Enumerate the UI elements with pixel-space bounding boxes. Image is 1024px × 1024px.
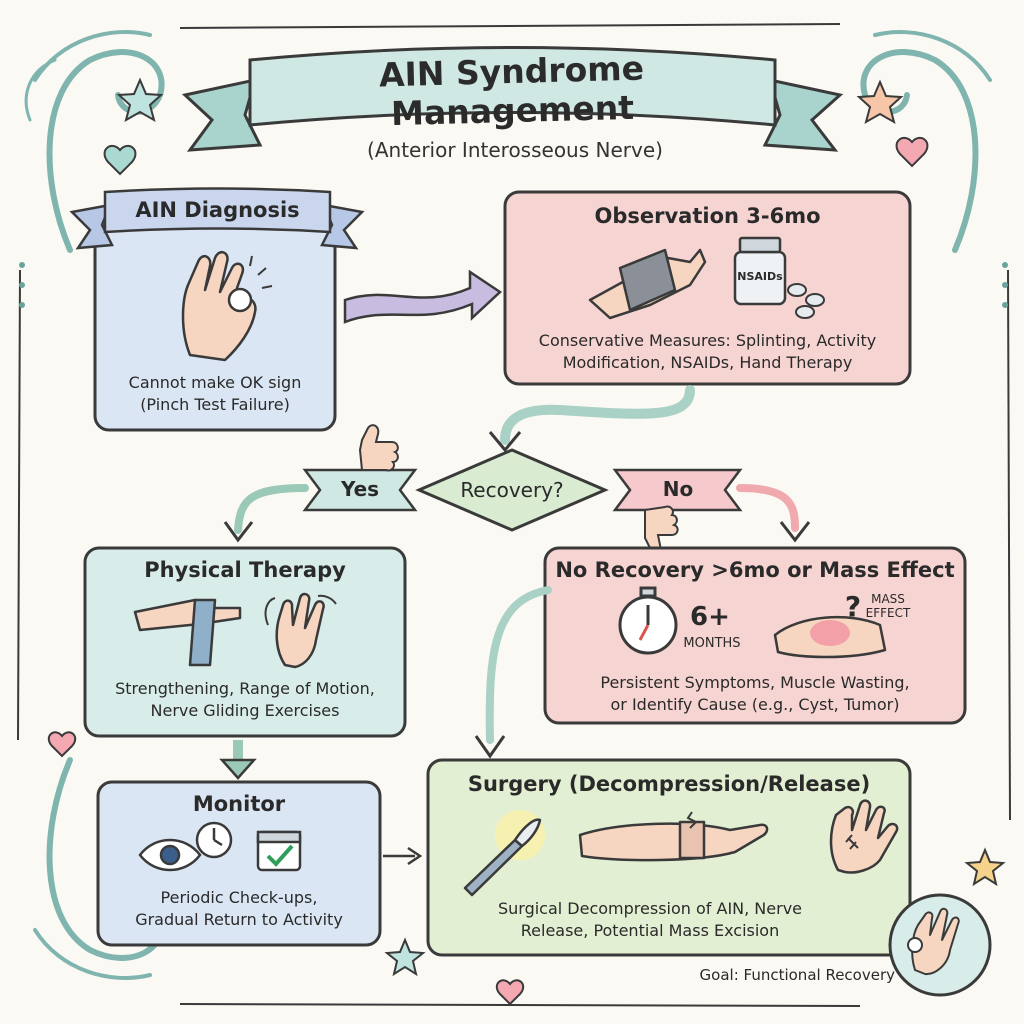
decision-label: Recovery? (460, 478, 564, 502)
goal-ok-hand-icon (907, 907, 960, 976)
calendar-check-icon (256, 830, 302, 872)
arm-bandage-icon (578, 820, 769, 862)
page-title: AIN Syndrome Management (378, 48, 645, 134)
mass-question-mark: ? (844, 590, 862, 623)
no-recovery-text-line2: or Identify Cause (e.g., Cyst, Tumor) (610, 695, 900, 714)
physical-therapy-text-line1: Strengthening, Range of Motion, (115, 679, 375, 698)
diagnosis-banner (69, 187, 365, 250)
arrow-no-to-no-recovery (736, 484, 799, 532)
nsaids-bottle-label: NSAIDs (737, 270, 783, 283)
arrow-yes-to-therapy (234, 484, 309, 534)
finger-exercise-icon (275, 592, 325, 669)
border-bottom-line (179, 1003, 861, 1007)
monitor-text-line2: Gradual Return to Activity (135, 910, 343, 929)
observation-box-shape (503, 190, 912, 386)
star-icon (856, 79, 904, 125)
arrow-no-recovery-to-surgery (485, 586, 552, 744)
thumbs-down-icon (644, 505, 679, 553)
motion-arrow-icon (264, 597, 276, 626)
no-label: No (662, 477, 694, 501)
clock-icon (195, 821, 233, 859)
band-stretch-icon (133, 598, 242, 667)
mass-effect-arm-icon (773, 615, 887, 659)
diagnosis-text-line1: Cannot make OK sign (128, 373, 302, 392)
pills-icon (787, 283, 825, 319)
heart-icon (103, 144, 137, 176)
star-icon (116, 77, 164, 123)
surgery-text-line1: Surgical Decompression of AIN, Nerve (497, 899, 803, 918)
physical-therapy-text-line2: Nerve Gliding Exercises (150, 701, 340, 720)
arrow-diagnosis-to-observation (343, 269, 503, 324)
side-dots (19, 262, 1008, 308)
border-left-line (17, 269, 21, 741)
ok-hand-icon (181, 250, 257, 362)
physical-therapy-title: Physical Therapy (144, 558, 346, 582)
mass-label-line2: EFFECT (865, 606, 911, 620)
yes-label: Yes (340, 477, 380, 501)
stitched-hand-icon (829, 799, 899, 874)
observation-text-line2: Modification, NSAIDs, Hand Therapy (562, 353, 853, 372)
stopwatch-icon (618, 586, 678, 655)
diagnosis-title: AIN Diagnosis (135, 198, 300, 222)
yes-banner (302, 468, 418, 512)
no-recovery-title: No Recovery >6mo or Mass Effect (555, 558, 955, 582)
surgery-text-line2: Release, Potential Mass Excision (520, 921, 780, 940)
ok-hand-sparkle-icon (249, 255, 273, 289)
physical-therapy-box-shape (83, 546, 407, 738)
page-subtitle: (Anterior Interosseous Nerve) (367, 138, 663, 162)
heart-icon (495, 979, 525, 1006)
observation-title: Observation 3-6mo (594, 204, 821, 228)
border-right-line (1007, 269, 1011, 821)
months-label: MONTHS (683, 636, 741, 651)
nerve-zigzag-icon (686, 811, 698, 829)
splint-icon (588, 248, 707, 320)
mass-label-line1: MASS (871, 592, 905, 606)
thumbs-up-icon (358, 424, 399, 472)
surgery-title: Surgery (Decompression/Release) (467, 772, 871, 796)
heart-icon (47, 731, 77, 758)
title-banner (181, 46, 844, 152)
monitor-title: Monitor (192, 792, 286, 816)
no-recovery-text-line1: Persistent Symptoms, Muscle Wasting, (600, 673, 910, 692)
monitor-text-line1: Periodic Check-ups, (160, 888, 318, 907)
months-number: 6+ (690, 602, 730, 632)
nsaids-bottle-icon (733, 236, 787, 306)
border-top-line (179, 23, 841, 29)
decision-diamond (415, 448, 609, 532)
scalpel-icon (463, 818, 542, 897)
arrow-observation-to-decision (500, 385, 695, 445)
diagnosis-text-line2: (Pinch Test Failure) (140, 395, 290, 414)
observation-text-line1: Conservative Measures: Splinting, Activi… (538, 331, 877, 350)
star-icon (964, 847, 1006, 887)
heart-icon (895, 136, 929, 168)
monitor-box-shape (96, 780, 382, 947)
goal-text: Goal: Functional Recovery (699, 966, 895, 984)
star-icon (384, 937, 426, 977)
no-banner (612, 468, 743, 512)
eye-icon (138, 838, 202, 872)
